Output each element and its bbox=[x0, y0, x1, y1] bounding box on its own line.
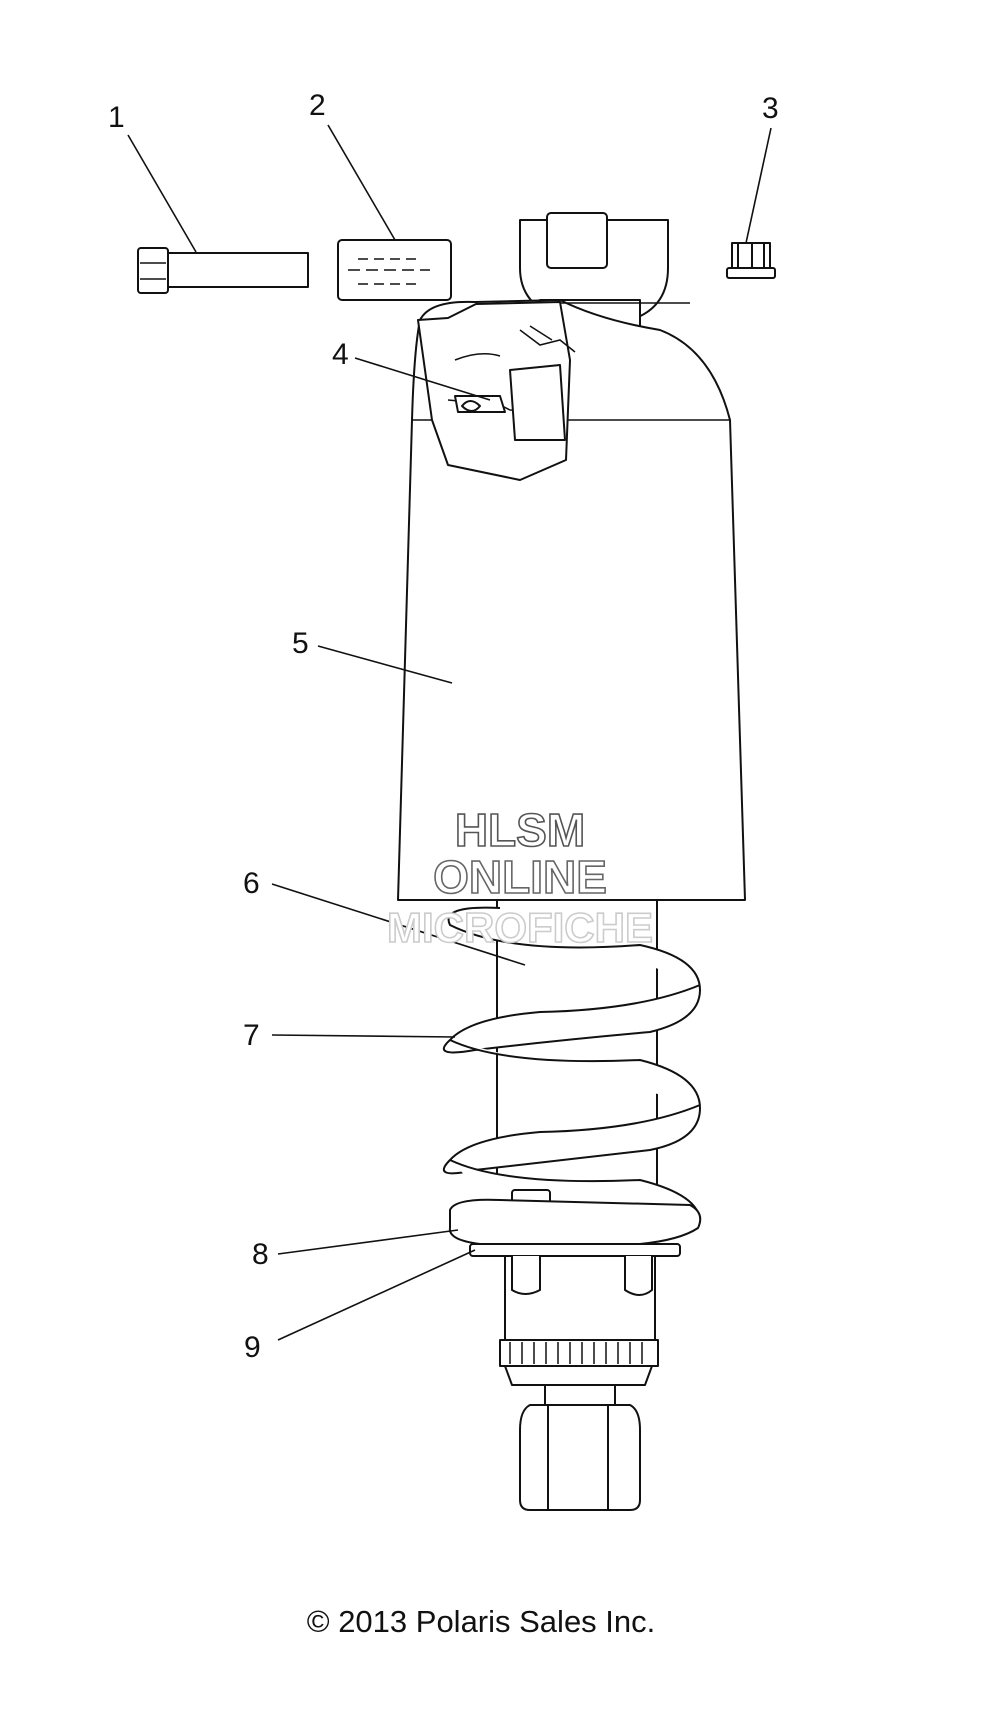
leader-6 bbox=[271, 883, 526, 966]
callout-numbers: 1 2 3 4 5 6 7 8 9 bbox=[108, 89, 779, 1364]
shock-bottom-mount bbox=[519, 1384, 641, 1511]
copyright-text: © 2013 Polaris Sales Inc. bbox=[307, 1604, 656, 1639]
callout-1: 1 bbox=[108, 101, 125, 134]
callout-2: 2 bbox=[309, 89, 326, 122]
callout-3: 3 bbox=[762, 92, 779, 125]
leader-5 bbox=[317, 645, 453, 684]
leader-1 bbox=[127, 134, 197, 253]
watermark: HLSM ONLINE MICROFICHE bbox=[386, 803, 654, 952]
leader-2 bbox=[327, 124, 396, 241]
leader-3 bbox=[745, 127, 772, 244]
callout-4: 4 bbox=[332, 338, 349, 371]
part-5-body bbox=[397, 299, 746, 901]
callout-9: 9 bbox=[244, 1331, 261, 1364]
callout-8: 8 bbox=[252, 1238, 269, 1271]
part-2-bushing bbox=[337, 239, 452, 301]
leader-9 bbox=[277, 1249, 476, 1341]
watermark-line-3: MICROFICHE bbox=[387, 904, 653, 951]
part-3-nut bbox=[726, 242, 776, 279]
callout-5: 5 bbox=[292, 627, 309, 660]
part-1-bolt bbox=[137, 247, 309, 294]
callout-7: 7 bbox=[243, 1019, 260, 1052]
callout-6: 6 bbox=[243, 867, 260, 900]
leader-7 bbox=[271, 1034, 456, 1038]
watermark-line-2: ONLINE bbox=[433, 851, 607, 903]
part-9-lower-collar bbox=[469, 1243, 681, 1386]
part-8-spring-retainer bbox=[448, 1189, 702, 1245]
watermark-line-1: HLSM bbox=[455, 804, 585, 856]
leader-8 bbox=[277, 1229, 459, 1255]
leader-4 bbox=[354, 357, 491, 401]
leader-lines bbox=[127, 124, 772, 1341]
